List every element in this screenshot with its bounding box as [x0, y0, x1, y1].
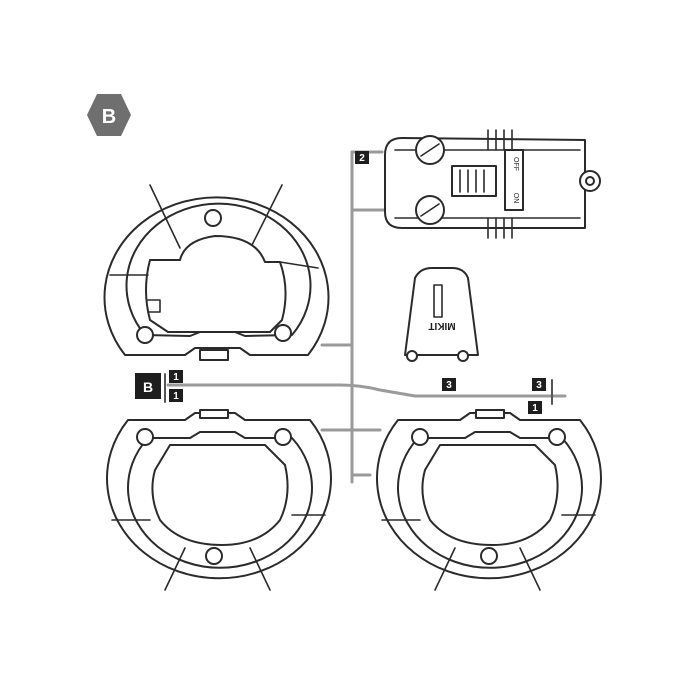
battery-slot-icon [433, 284, 443, 318]
runner-horizontal [166, 383, 567, 398]
ring-part-bottom-left [106, 409, 332, 591]
svg-text:3: 3 [446, 380, 452, 391]
ring-hole-icon [480, 547, 498, 565]
part-tag-3-left: 3 [442, 378, 456, 391]
ring-hole-icon [136, 428, 154, 446]
runner-letter: B [143, 379, 153, 395]
ring-hole-icon [204, 209, 222, 227]
svg-text:1: 1 [173, 391, 179, 402]
part-tag-1-lower: 1 [169, 389, 183, 402]
brand-mark: MIKIT [428, 320, 455, 331]
part-tag-1-right: 1 [528, 401, 542, 414]
runner-letter-tag: B [135, 373, 161, 399]
svg-text:1: 1 [532, 403, 538, 414]
hexagon-badge-icon [87, 94, 131, 136]
part-tag-3-right: 3 [532, 378, 546, 391]
ring-hole-icon [136, 326, 154, 344]
ring-hole-icon [274, 428, 292, 446]
ring-hole-icon [411, 428, 429, 446]
switch-module: OFF ON [384, 129, 601, 239]
ring-part-top-left [103, 184, 330, 361]
part-tag-2: 2 [355, 151, 369, 164]
switch-on-label: ON [512, 193, 519, 204]
ring-hole-icon [205, 547, 223, 565]
badge-letter: B [102, 106, 116, 128]
battery-cover: MIKIT [404, 267, 479, 362]
ring-part-bottom-right [376, 409, 602, 591]
dip-switch-icon [451, 165, 497, 197]
part-tag-1-upper: 1 [169, 370, 183, 383]
svg-text:1: 1 [173, 372, 179, 383]
runner-letter-box [135, 373, 161, 399]
ring-hole-icon [274, 324, 292, 342]
sheet-badge: B [87, 94, 131, 136]
svg-text:3: 3 [536, 380, 542, 391]
svg-text:2: 2 [359, 153, 365, 164]
runner-frame [164, 150, 567, 484]
ring-hole-icon [548, 428, 566, 446]
switch-off-label: OFF [512, 157, 519, 171]
